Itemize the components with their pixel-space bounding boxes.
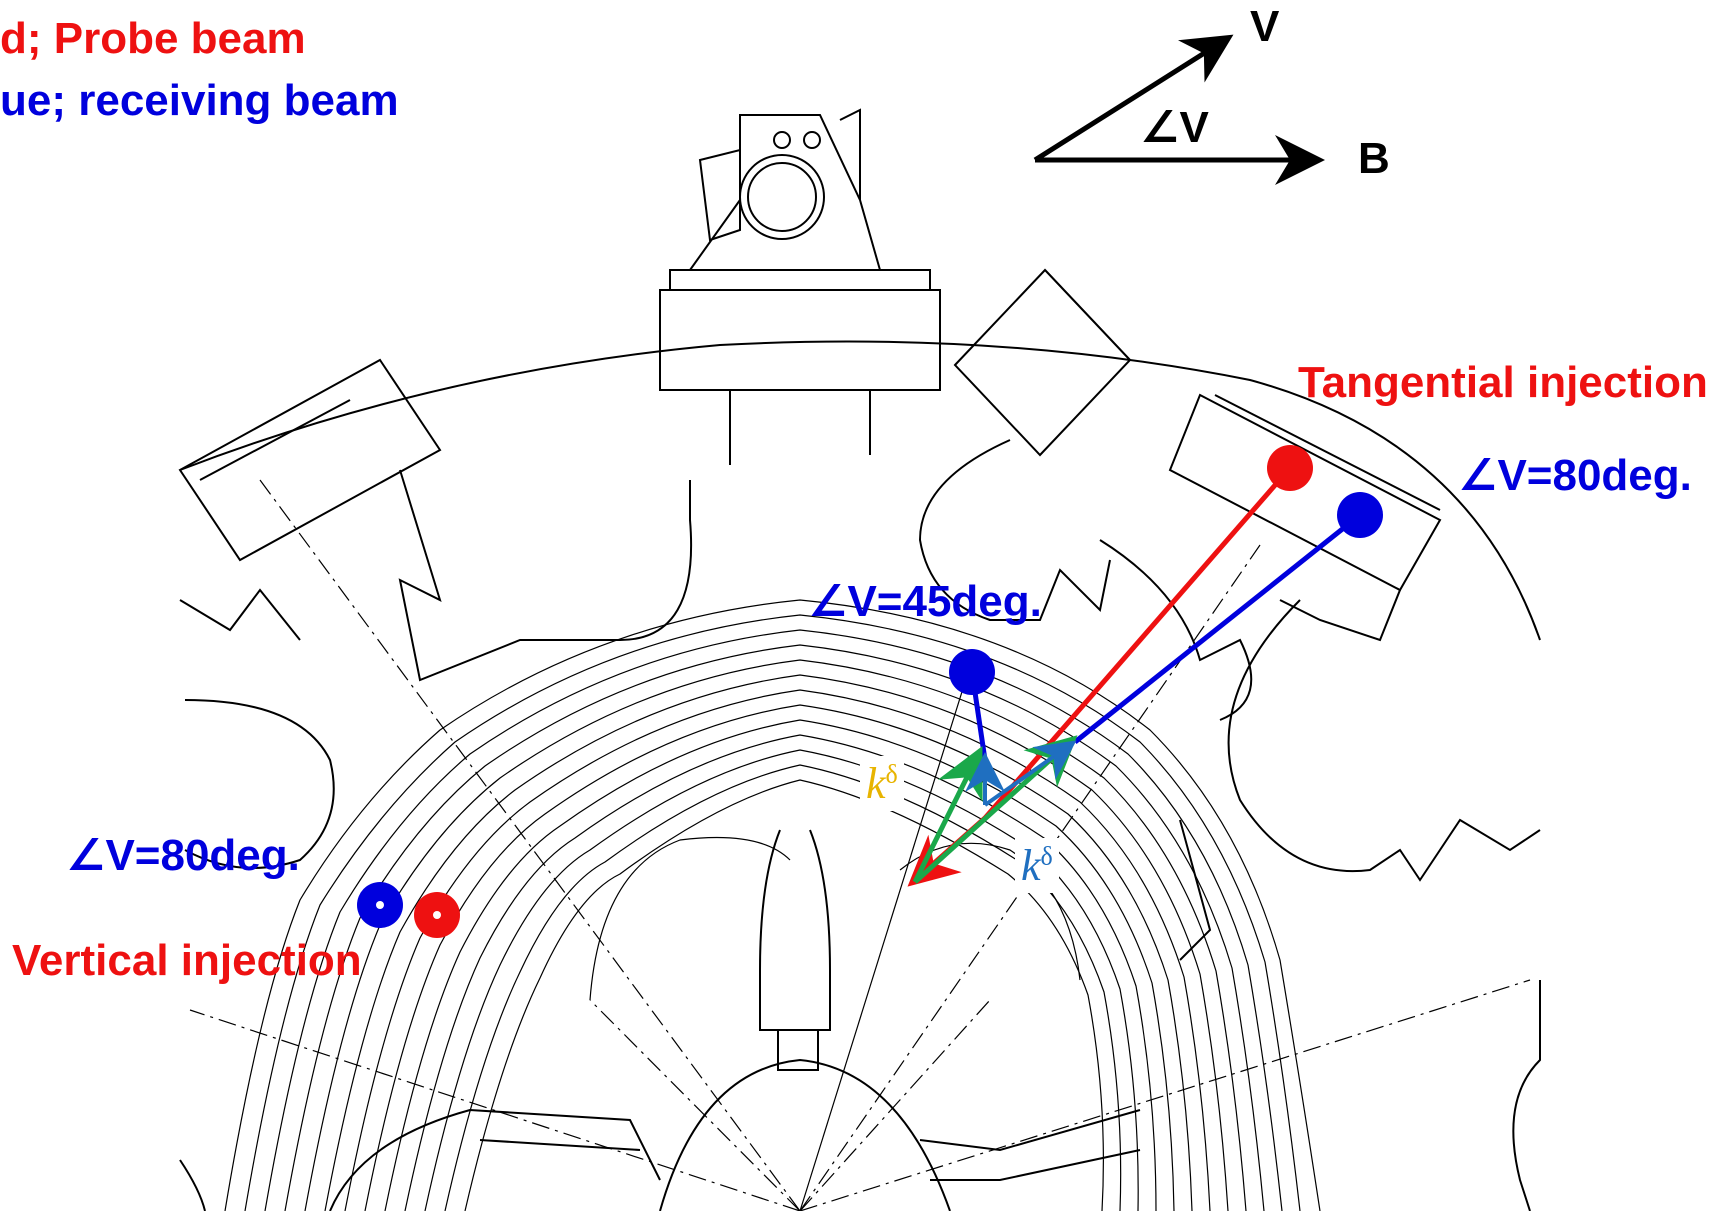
- legend-probe-beam: d; Probe beam: [0, 14, 306, 63]
- legend-receiving-beam: ue; receiving beam: [0, 76, 399, 125]
- vessel-outline: [178, 108, 1541, 1211]
- tangential-receive-beam: [1073, 513, 1362, 744]
- k-delta-label-right: kδ: [1015, 838, 1059, 893]
- vertical-injection-label: Vertical injection: [12, 936, 362, 985]
- angle-80-left-label: ∠V=80deg.: [66, 831, 300, 880]
- v-vector-label: V: [1250, 2, 1280, 51]
- tangential-probe-beam: [983, 466, 1292, 820]
- beams: [907, 466, 1362, 887]
- k-delta-left-base: k: [866, 759, 886, 808]
- tangential-injection-label: Tangential injection: [1298, 358, 1708, 407]
- sight-line: [799, 649, 976, 1211]
- antenna-markers: [357, 445, 1383, 938]
- tangential-probe-dot: [1267, 445, 1313, 491]
- tangential-receive-dot: [1337, 492, 1383, 538]
- b-vector-label: B: [1358, 134, 1390, 183]
- v-vector-arrow: [1033, 34, 1234, 163]
- angle-v-label: ∠V: [1140, 103, 1209, 152]
- k-delta-label-left: kδ: [860, 756, 904, 811]
- k-delta-right-sup: δ: [1040, 841, 1053, 871]
- receive-45-dot: [949, 649, 995, 695]
- angle-45-label: ∠V=45deg.: [808, 577, 1042, 626]
- k-delta-right-base: k: [1021, 841, 1041, 890]
- vector-diagram: [1033, 34, 1325, 185]
- angle-80-right-label: ∠V=80deg.: [1458, 451, 1692, 500]
- k-vector-green-a: [912, 746, 983, 884]
- k-delta-arrow-right: [983, 740, 1077, 807]
- k-delta-left-sup: δ: [885, 759, 898, 789]
